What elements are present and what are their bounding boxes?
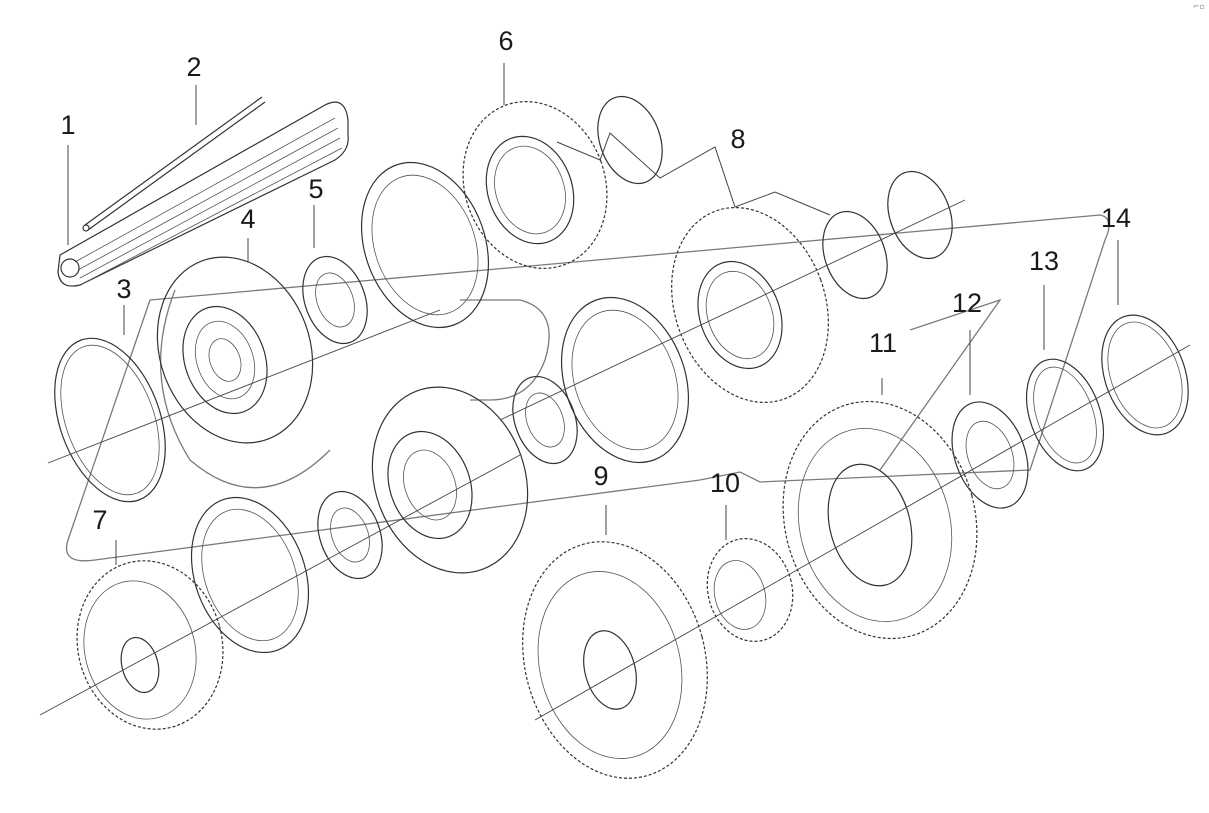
leader-lines: [67, 63, 1119, 565]
washer-8b: [887, 170, 953, 260]
washer-8a: [822, 210, 888, 300]
assembly-axes: [39, 199, 1191, 721]
callout-1: 1: [60, 110, 76, 140]
clutch-ring-b: [560, 296, 690, 464]
callout-13: 13: [1028, 246, 1060, 276]
callout-9: 9: [593, 461, 609, 491]
shaft: [57, 101, 349, 287]
callout-2: 2: [186, 52, 202, 82]
washer-6a: [597, 95, 663, 185]
callout-4: 4: [240, 204, 256, 234]
washer-12: [951, 401, 1029, 509]
callout-7: 7: [92, 505, 108, 535]
gear-8: [671, 206, 829, 404]
gear-6: [462, 101, 608, 269]
sleeve-10: [706, 538, 794, 642]
snap-ring-14: [1101, 314, 1189, 436]
thrust-washer-5c: [512, 375, 578, 465]
clutch-ring: [360, 161, 490, 329]
callout-3: 3: [116, 274, 132, 304]
hub-lower: [371, 386, 529, 574]
callout-10: 10: [709, 468, 741, 498]
gear-7: [76, 560, 224, 730]
callout-12: 12: [951, 288, 983, 318]
callout-6: 6: [498, 26, 514, 56]
watermark-logo: [66, 214, 1110, 562]
thrust-washer-5: [302, 255, 368, 345]
thrust-washer-5b: [317, 490, 383, 580]
hub-4: [156, 256, 314, 444]
callout-8: 8: [730, 124, 746, 154]
gear-11: [782, 400, 978, 640]
clutch-ring-c: [190, 496, 310, 654]
gear-9: [522, 541, 708, 779]
snap-ring-3: [54, 337, 166, 503]
ring-13: [1025, 358, 1105, 472]
corner-mark: ⌐▫: [1192, 2, 1205, 11]
callout-14: 14: [1100, 203, 1132, 233]
pin: [82, 96, 266, 232]
callout-5: 5: [308, 174, 324, 204]
callout-11: 11: [868, 328, 898, 358]
